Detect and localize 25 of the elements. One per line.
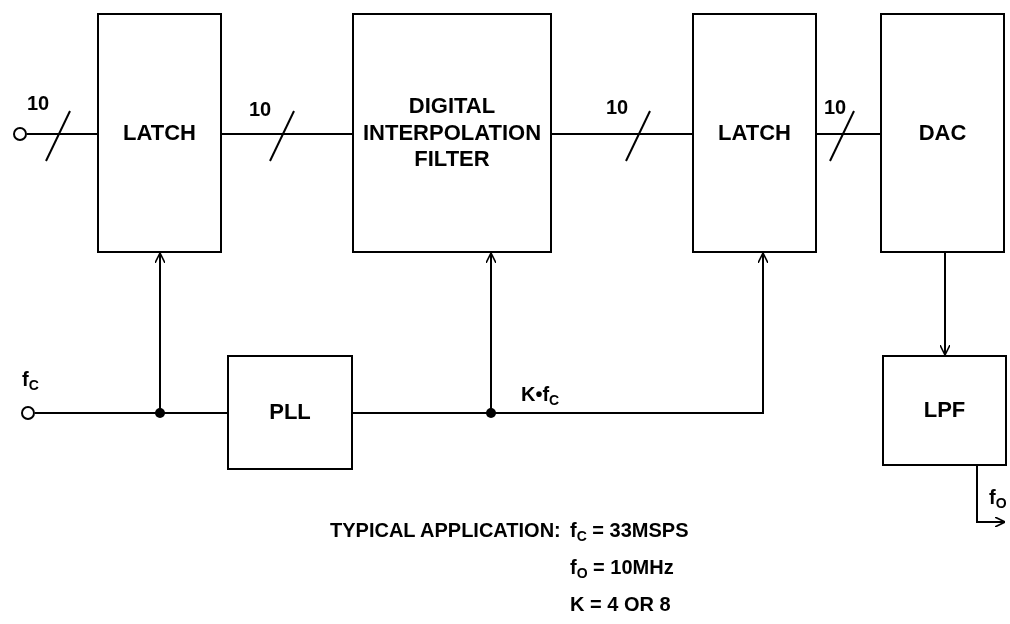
block-label: DAC	[918, 119, 967, 147]
block-box	[97, 13, 222, 253]
block-label: DIGITAL INTERPOLATION FILTER	[362, 93, 542, 173]
signal-line	[551, 133, 693, 135]
parameter-note: f$_{C}$ = 33MSPS	[570, 519, 689, 545]
terminal-circle	[13, 127, 27, 141]
parameter-note: K = 4 OR 8	[570, 593, 671, 615]
terminal-circle	[21, 406, 35, 420]
signal-line	[816, 133, 881, 135]
block-label: LATCH	[718, 119, 791, 147]
block-label: LPF	[923, 397, 966, 424]
signal-line	[26, 133, 98, 135]
block-box	[352, 13, 552, 253]
block-box	[227, 355, 353, 470]
signal-line	[221, 133, 353, 135]
block-label: LATCH	[123, 119, 196, 147]
block-label: PLL	[269, 399, 311, 426]
parameter-note: f$_{O}$ = 10MHz	[570, 556, 674, 582]
block-box	[692, 13, 817, 253]
signal-label: f$_{C}$	[22, 368, 39, 394]
block-box	[882, 355, 1007, 466]
arrow	[976, 465, 1006, 528]
note-heading: TYPICAL APPLICATION:	[330, 519, 561, 541]
block-box	[880, 13, 1005, 253]
arrow	[939, 252, 951, 356]
